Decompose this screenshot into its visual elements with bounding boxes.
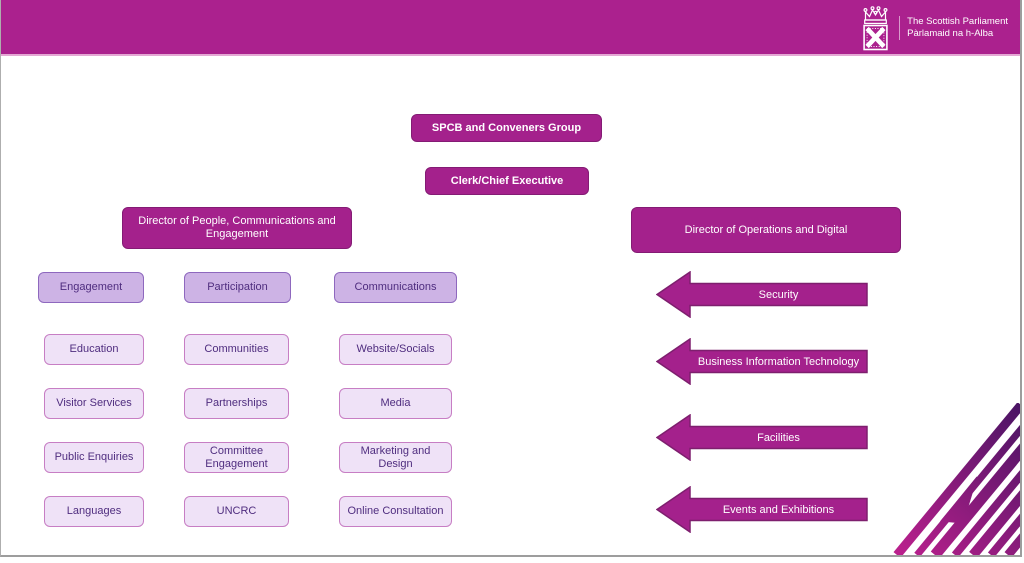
left-arrow-shape-icon: [656, 271, 868, 318]
arrow-events-exhibitions: Events and Exhibitions: [656, 486, 869, 533]
corner-stripes-decoration-icon: [893, 403, 1020, 555]
item-public-enquiries: Public Enquiries: [44, 442, 144, 473]
left-arrow-shape-icon: [656, 486, 868, 533]
item-website-socials: Website/Socials: [339, 334, 452, 365]
clerk-chief-executive-box: Clerk/Chief Executive: [425, 167, 589, 195]
arrow-business-information-technology: Business Information Technology: [656, 338, 869, 385]
arrow-label: Business Information Technology: [697, 355, 860, 368]
item-committee-engagement: Committee Engagement: [184, 442, 289, 473]
column-header-engagement: Engagement: [38, 272, 144, 303]
logo-text-line2: Pàrlamaid na h-Alba: [907, 28, 994, 39]
item-marketing-design: Marketing and Design: [339, 442, 452, 473]
column-header-participation: Participation: [184, 272, 291, 303]
director-people-box: Director of People, Communications and E…: [122, 207, 352, 249]
item-online-consultation: Online Consultation: [339, 496, 452, 527]
left-arrow-shape-icon: [656, 338, 868, 385]
arrow-label: Events and Exhibitions: [722, 503, 835, 516]
logo-text-line1: The Scottish Parliament: [907, 16, 1008, 27]
left-arrow-shape-icon: [656, 414, 868, 461]
arrow-security: Security: [656, 271, 869, 318]
item-media: Media: [339, 388, 452, 419]
arrow-facilities: Facilities: [656, 414, 869, 461]
director-operations-box: Director of Operations and Digital: [631, 207, 901, 253]
arrow-label: Security: [758, 288, 799, 301]
logo-text: The Scottish Parliament Pàrlamaid na h-A…: [899, 16, 1008, 40]
item-partnerships: Partnerships: [184, 388, 289, 419]
arrow-label: Facilities: [757, 431, 800, 444]
item-education: Education: [44, 334, 144, 365]
parliament-crest-icon: [863, 6, 888, 51]
column-header-communications: Communications: [334, 272, 457, 303]
item-communities: Communities: [184, 334, 289, 365]
brand-bar: The Scottish Parliament Pàrlamaid na h-A…: [1, 0, 1020, 56]
scottish-parliament-logo: The Scottish Parliament Pàrlamaid na h-A…: [859, 5, 1008, 51]
spcb-box: SPCB and Conveners Group: [411, 114, 602, 142]
item-visitor-services: Visitor Services: [44, 388, 144, 419]
item-uncrc: UNCRC: [184, 496, 289, 527]
item-languages: Languages: [44, 496, 144, 527]
